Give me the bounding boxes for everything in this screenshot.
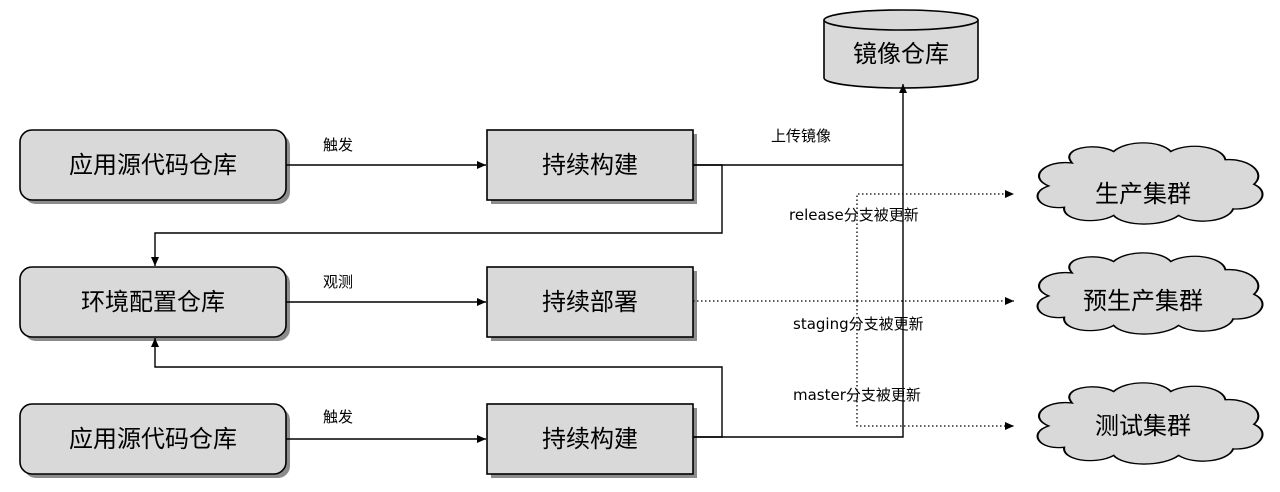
label-release-updated: release分支被更新 (789, 206, 919, 224)
label-upload-image: 上传镜像 (771, 127, 831, 145)
edge-ci-bottom-to-registry (693, 84, 907, 438)
image-registry-label: 镜像仓库 (853, 40, 949, 68)
image-registry: 镜像仓库 (823, 9, 979, 89)
edge-ci-bottom-to-env-repo (151, 338, 723, 438)
ci-build-bottom-label: 持续构建 (542, 425, 638, 453)
label-trigger-top: 触发 (323, 136, 353, 154)
ci-build-bottom: 持续构建 (486, 403, 697, 478)
prod-cluster-label: 生产集群 (1095, 180, 1191, 208)
edge-deploy-test (856, 301, 1014, 430)
cd-deploy: 持续部署 (486, 266, 697, 341)
app-source-repo-bottom: 应用源代码仓库 (19, 403, 290, 478)
label-staging-updated: staging分支被更新 (793, 315, 924, 333)
app-source-repo-top: 应用源代码仓库 (19, 129, 290, 204)
label-master-updated: master分支被更新 (793, 386, 921, 404)
cd-deploy-label: 持续部署 (542, 288, 638, 316)
env-config-repo: 环境配置仓库 (19, 266, 290, 341)
app-source-repo-top-label: 应用源代码仓库 (69, 151, 237, 179)
app-source-repo-bottom-label: 应用源代码仓库 (69, 425, 237, 453)
preprod-cluster-label: 预生产集群 (1083, 287, 1203, 315)
ci-build-top: 持续构建 (486, 129, 697, 204)
test-cluster-label: 测试集群 (1095, 412, 1191, 440)
ci-build-top-label: 持续构建 (542, 151, 638, 179)
edge-ci-top-to-env-repo (151, 164, 723, 266)
label-trigger-bottom: 触发 (323, 408, 353, 426)
label-observe: 观测 (323, 273, 353, 291)
env-config-repo-label: 环境配置仓库 (81, 288, 225, 316)
